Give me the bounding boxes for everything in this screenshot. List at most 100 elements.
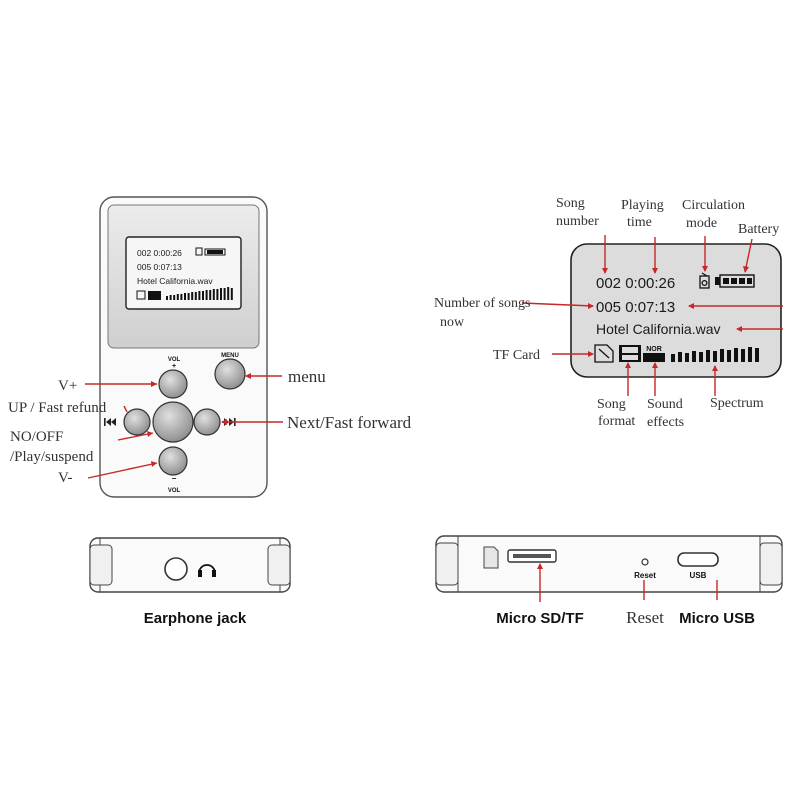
label-up-fast-refund: UP / Fast refund (8, 400, 107, 416)
spectrum-bar-small (227, 287, 230, 300)
prev-button[interactable] (123, 408, 151, 436)
label-song-format-1: Song (597, 397, 626, 412)
battery-icon (715, 274, 755, 288)
sd-card-icon (483, 546, 499, 569)
reset-hole[interactable] (641, 558, 649, 566)
screen-line-3: Hotel California.wav (137, 276, 213, 286)
spectrum-bar-small (169, 295, 172, 300)
side-view-earphone (89, 537, 291, 593)
spectrum-bar (713, 351, 717, 362)
tf-card-icon-small (136, 290, 146, 300)
vol-up-label: VOL (168, 357, 181, 363)
headphone-icon (198, 564, 216, 577)
spectrum-bar-small (220, 288, 222, 300)
screen-line-2: 005 0:07:13 (137, 262, 182, 272)
song-format-badge (619, 345, 641, 362)
label-sound-effects-1: Sound (647, 397, 683, 412)
lcd-line-2: 005 0:07:13 (596, 299, 675, 316)
spectrum-bar-small (230, 288, 233, 300)
spectrum-bar-small (205, 290, 208, 300)
spectrum-bar (678, 352, 682, 362)
spectrum-bar-small (173, 295, 176, 300)
spectrum-bar (755, 348, 759, 362)
label-menu: menu (288, 367, 326, 386)
label-no-off: NO/OFF (10, 429, 63, 445)
label-battery: Battery (738, 222, 779, 237)
spectrum-bar-small (198, 291, 201, 300)
vol-up-button[interactable] (158, 369, 188, 399)
spectrum-bar-small (166, 296, 168, 300)
spectrum-bars-small (166, 287, 233, 300)
menu-key-label: MENU (221, 353, 239, 359)
usb-port-label: USB (690, 571, 707, 580)
spectrum-bar-small (184, 293, 186, 300)
mode-badge-small (148, 291, 161, 300)
spectrum-bar (720, 349, 724, 362)
front-leaders (85, 375, 283, 479)
caption-micro-sd: Micro SD/TF (496, 610, 584, 627)
battery-icon-small (204, 248, 226, 256)
label-number-of-songs-2: now (440, 315, 465, 330)
spectrum-bar (671, 354, 675, 362)
prev-icon (104, 418, 116, 426)
spectrum-bar (692, 351, 696, 362)
menu-button[interactable] (214, 358, 246, 390)
lcd-detail: 002 0:00:26 005 0:07:13 Hotel California… (570, 243, 782, 378)
label-play-suspend: /Play/suspend (10, 449, 94, 465)
label-playing-time-1: Playing (621, 198, 664, 213)
reset-port-label: Reset (634, 571, 656, 580)
lcd-line-3: Hotel California.wav (596, 321, 721, 337)
spectrum-bar (727, 350, 731, 362)
spectrum-bar (699, 352, 703, 362)
spectrum-bar-small (202, 291, 204, 300)
sound-effect-badge: NOR (643, 346, 665, 362)
spectrum-bar-small (176, 294, 179, 300)
next-button[interactable] (193, 408, 221, 436)
spectrum-bar-small (212, 289, 215, 300)
caption-reset: Reset (626, 608, 664, 627)
label-circulation-mode-2: mode (686, 216, 717, 231)
label-sound-effects-2: effects (647, 415, 684, 430)
label-circulation-mode-1: Circulation (682, 198, 745, 213)
spectrum-bar (685, 353, 689, 362)
label-song-number-1: Song (556, 196, 585, 211)
spectrum-bar-small (180, 294, 183, 300)
badge-nor: NOR (646, 346, 662, 353)
lcd-leader-arrows (588, 266, 749, 371)
label-song-number-2: number (556, 214, 599, 229)
vol-down-label: VOL (168, 488, 181, 494)
play-pause-button[interactable] (152, 401, 194, 443)
label-number-of-songs-1: Number of songs (434, 296, 530, 311)
spectrum-bar (706, 350, 710, 362)
lcd-line-1: 002 0:00:26 (596, 275, 675, 292)
tf-card-icon (594, 344, 614, 363)
label-vplus: V+ (58, 378, 77, 394)
spectrum-bar (741, 349, 745, 362)
minus-sign: − (172, 474, 177, 483)
spectrum-bar-small (187, 293, 190, 300)
label-song-format-2: format (598, 414, 635, 429)
spectrum-bar (748, 347, 752, 362)
caption-earphone-jack: Earphone jack (144, 610, 247, 627)
port-leader-arrows (537, 563, 543, 569)
spectrum-bar (734, 348, 738, 362)
earphone-jack-port (164, 557, 188, 581)
lcd-frame (570, 243, 782, 378)
plus-sign: + (172, 363, 176, 370)
spectrum-bar-small (216, 289, 219, 300)
front-leader-arrows (147, 373, 251, 467)
vol-down-button[interactable] (158, 446, 188, 476)
circulation-mode-icon (699, 272, 710, 289)
caption-micro-usb: Micro USB (679, 610, 755, 627)
usb-port (677, 552, 719, 567)
spectrum-bars (671, 347, 759, 362)
label-next-fast-forward: Next/Fast forward (287, 413, 412, 432)
label-vminus: V- (58, 470, 72, 486)
label-playing-time-2: time (627, 215, 652, 230)
label-spectrum: Spectrum (710, 396, 764, 411)
spectrum-bar-small (223, 288, 226, 300)
spectrum-bar-small (209, 290, 212, 300)
spectrum-bar-small (191, 292, 194, 300)
screen-line-1: 002 0:00:26 (137, 248, 182, 258)
